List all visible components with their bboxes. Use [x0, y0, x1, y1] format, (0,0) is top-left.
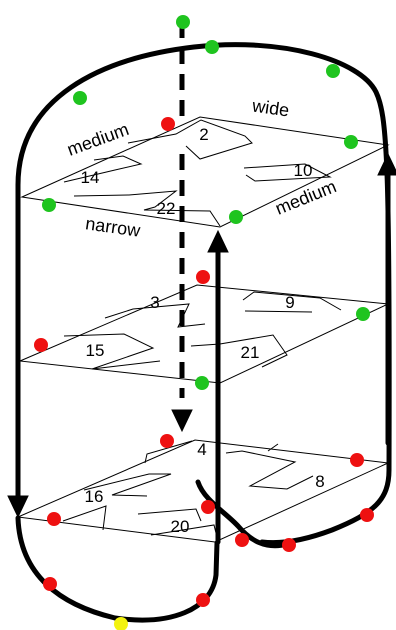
red-marker: [196, 593, 210, 607]
red-marker: [201, 500, 215, 514]
red-marker: [196, 270, 210, 284]
green-marker: [356, 307, 370, 321]
green-marker: [326, 64, 340, 78]
red-marker: [161, 117, 175, 131]
yellow-marker: [114, 617, 128, 630]
top-room-label-14: 14: [81, 168, 100, 187]
middle-room-label-15: 15: [86, 341, 105, 360]
lower-curve-line: [195, 479, 291, 549]
red-marker: [160, 434, 174, 448]
top-room-label-10: 10: [294, 161, 313, 180]
top-room-label-2: 2: [199, 125, 208, 144]
red-marker: [235, 533, 249, 547]
green-marker: [205, 40, 219, 54]
top-level-room-outline: [63, 119, 332, 227]
red-marker: [350, 453, 364, 467]
green-marker: [195, 376, 209, 390]
red-marker: [47, 512, 61, 526]
route-markers: [34, 15, 374, 630]
red-marker: [43, 577, 57, 591]
red-marker: [34, 338, 48, 352]
middle-room-label-9: 9: [285, 293, 294, 312]
bottom-room-label-16: 16: [85, 487, 104, 506]
center-up-arrow-head: [207, 229, 229, 253]
bottom-room-label-4: 4: [197, 440, 206, 459]
middle-level-room-outline: [63, 291, 342, 370]
red-marker: [360, 508, 374, 522]
bottom-room-label-20: 20: [171, 517, 190, 536]
top-wide-label: wide: [250, 95, 290, 120]
middle-level: [18, 284, 390, 384]
green-marker: [176, 15, 190, 29]
top-room-label-22: 22: [157, 199, 176, 218]
green-marker: [344, 135, 358, 149]
bottom-level-room-outline: [62, 440, 314, 542]
top-narrow-label: narrow: [84, 213, 142, 241]
right-up-arrow-head: [377, 152, 396, 176]
bottom-room-label-8: 8: [315, 472, 324, 491]
left-down-arrow-head: [7, 495, 29, 519]
middle-room-label-3: 3: [150, 293, 159, 312]
middle-level-plane: [18, 284, 390, 384]
green-marker: [42, 198, 56, 212]
green-marker: [73, 91, 87, 105]
center-down-arrow-head: [171, 409, 193, 433]
red-marker: [282, 538, 296, 552]
green-marker: [229, 210, 243, 224]
outer-route-line: [15, 42, 392, 546]
middle-room-label-21: 21: [241, 343, 260, 362]
